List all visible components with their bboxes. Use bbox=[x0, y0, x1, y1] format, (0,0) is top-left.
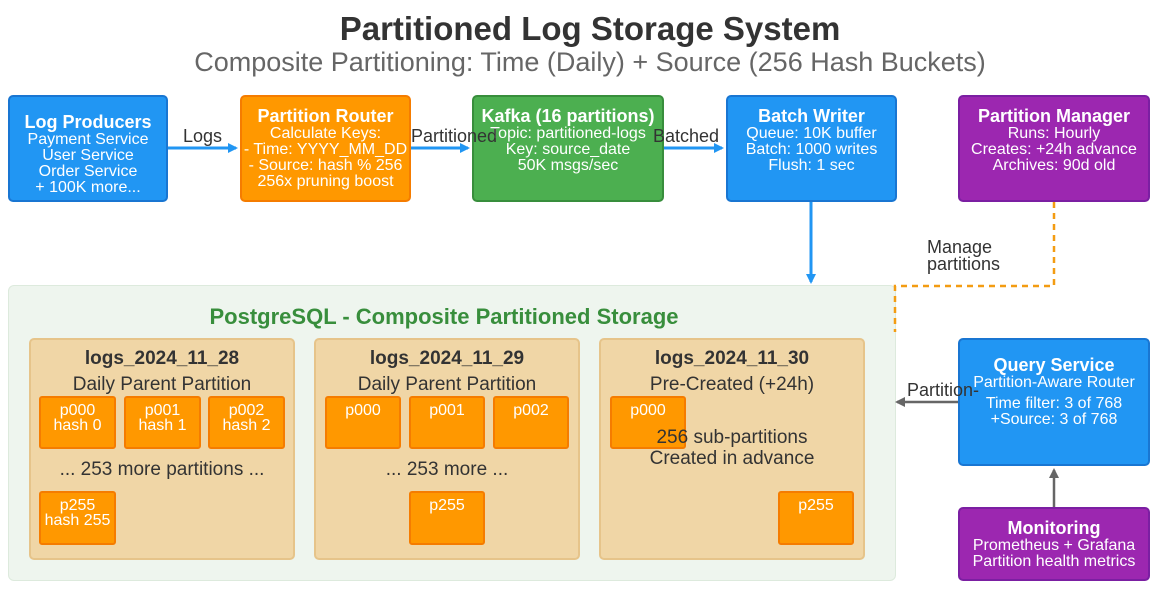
pre-created-note: 256 sub-partitions Created in advance bbox=[599, 427, 865, 469]
sub-partition-hash: hash 2 bbox=[222, 417, 271, 434]
partition-manager-line: Creates: +24h advance bbox=[971, 141, 1137, 158]
sub-partition-box: p001 hash 1 bbox=[124, 396, 201, 449]
sub-partition-box: p255 bbox=[778, 491, 854, 545]
kafka-line: Key: source_date bbox=[505, 141, 631, 158]
edge-label-batched: Batched bbox=[653, 126, 720, 146]
sub-partition-box: p255 hash 255 bbox=[39, 491, 116, 545]
kafka-node: Kafka (16 partitions) Topic: partitioned… bbox=[472, 95, 664, 202]
partition-router-title: Partition Router bbox=[257, 106, 394, 126]
query-service-node: Query Service Partition-Aware Router Tim… bbox=[958, 338, 1150, 466]
sub-partition-box: p255 bbox=[409, 491, 485, 545]
partition-router-node: Partition Router Calculate Keys: - Time:… bbox=[240, 95, 411, 202]
partition-manager-node: Partition Manager Runs: Hourly Creates: … bbox=[958, 95, 1150, 202]
query-service-line: Time filter: 3 of 768 bbox=[985, 395, 1123, 412]
log-producers-line: Payment Service bbox=[27, 131, 149, 148]
query-service-title: Query Service bbox=[993, 355, 1115, 375]
sub-partition-label: p000 bbox=[59, 402, 96, 419]
sub-partition-box: p002 hash 2 bbox=[208, 396, 285, 449]
day-partition-name: logs_2024_11_30 bbox=[654, 348, 810, 369]
sub-partition-box: p002 bbox=[493, 396, 569, 449]
sub-partition-hash: hash 0 bbox=[53, 417, 102, 434]
batch-writer-node: Batch Writer Queue: 10K buffer Batch: 10… bbox=[726, 95, 897, 202]
more-partitions-text: ... 253 more ... bbox=[385, 459, 509, 480]
dashed-manage-connector bbox=[893, 202, 1056, 332]
sub-partition-box: p000 hash 0 bbox=[39, 396, 116, 449]
day-partition-name: logs_2024_11_28 bbox=[84, 348, 240, 369]
partition-router-line: - Source: hash % 256 bbox=[248, 157, 403, 174]
diagram-title: Partitioned Log Storage System bbox=[339, 10, 841, 47]
kafka-line: Topic: partitioned-logs bbox=[490, 125, 646, 142]
kafka-title: Kafka (16 partitions) bbox=[481, 106, 655, 126]
day-partition-subtitle: Pre-Created (+24h) bbox=[649, 374, 815, 395]
monitoring-line: Prometheus + Grafana bbox=[972, 537, 1136, 554]
monitoring-title: Monitoring bbox=[1007, 518, 1101, 538]
sub-partition-box: p001 bbox=[409, 396, 485, 449]
batch-writer-title: Batch Writer bbox=[758, 106, 865, 126]
query-service-line: Partition-Aware Router bbox=[973, 374, 1135, 391]
pre-created-note-line: 256 sub-partitions bbox=[656, 427, 808, 448]
log-producers-node: Log Producers Payment Service User Servi… bbox=[8, 95, 168, 202]
edge-label-partitions: partitions bbox=[927, 254, 1001, 274]
pre-created-note-line: Created in advance bbox=[649, 448, 815, 469]
log-producers-line: Order Service bbox=[38, 163, 138, 180]
sub-partition-box: p000 bbox=[610, 396, 686, 449]
day-partition-name: logs_2024_11_29 bbox=[369, 348, 525, 369]
partition-router-line: 256x pruning boost bbox=[257, 173, 394, 190]
log-producers-line: + 100K more... bbox=[35, 179, 141, 196]
monitoring-line: Partition health metrics bbox=[972, 553, 1136, 570]
sub-partition-label: p000 bbox=[345, 402, 381, 419]
edge-label-logs: Logs bbox=[183, 126, 223, 146]
diagram-subtitle: Composite Partitioning: Time (Daily) + S… bbox=[194, 47, 986, 77]
sub-partition-hash: hash 1 bbox=[138, 417, 187, 434]
batch-writer-line: Flush: 1 sec bbox=[768, 157, 855, 174]
monitoring-node: Monitoring Prometheus + Grafana Partitio… bbox=[958, 507, 1150, 581]
more-partitions-text: ... 253 more partitions ... bbox=[59, 459, 265, 480]
edge-label-manage: Manage bbox=[927, 237, 993, 257]
sub-partition-box: p000 bbox=[325, 396, 401, 449]
sub-partition-hash: hash 255 bbox=[44, 512, 111, 529]
day-partition-subtitle: Daily Parent Partition bbox=[72, 374, 252, 395]
partition-router-line: - Time: YYYY_MM_DD bbox=[243, 141, 408, 158]
sub-partition-label: p255 bbox=[59, 497, 96, 514]
sub-partition-label: p002 bbox=[228, 402, 265, 419]
postgresql-storage-title: PostgreSQL - Composite Partitioned Stora… bbox=[209, 304, 679, 329]
batch-writer-line: Queue: 10K buffer bbox=[746, 125, 877, 142]
log-producers-title: Log Producers bbox=[24, 112, 152, 132]
query-service-line: +Source: 3 of 768 bbox=[990, 411, 1118, 428]
day-partition-subtitle: Daily Parent Partition bbox=[357, 374, 537, 395]
partition-router-line: Calculate Keys: bbox=[269, 125, 382, 142]
partition-manager-line: Runs: Hourly bbox=[1007, 125, 1101, 142]
log-producers-line: User Service bbox=[42, 147, 134, 164]
edge-label-partition: Partition- bbox=[907, 380, 980, 400]
kafka-line: 50K msgs/sec bbox=[517, 157, 619, 174]
partition-manager-line: Archives: 90d old bbox=[992, 157, 1116, 174]
sub-partition-label: p000 bbox=[630, 402, 666, 419]
sub-partition-label: p001 bbox=[429, 402, 465, 419]
partition-manager-title: Partition Manager bbox=[977, 106, 1131, 126]
sub-partition-label: p255 bbox=[798, 497, 834, 514]
sub-partition-label: p255 bbox=[429, 497, 465, 514]
batch-writer-line: Batch: 1000 writes bbox=[745, 141, 878, 158]
sub-partition-label: p002 bbox=[513, 402, 549, 419]
edge-label-partitioned: Partitioned bbox=[411, 126, 498, 146]
sub-partition-label: p001 bbox=[144, 402, 181, 419]
